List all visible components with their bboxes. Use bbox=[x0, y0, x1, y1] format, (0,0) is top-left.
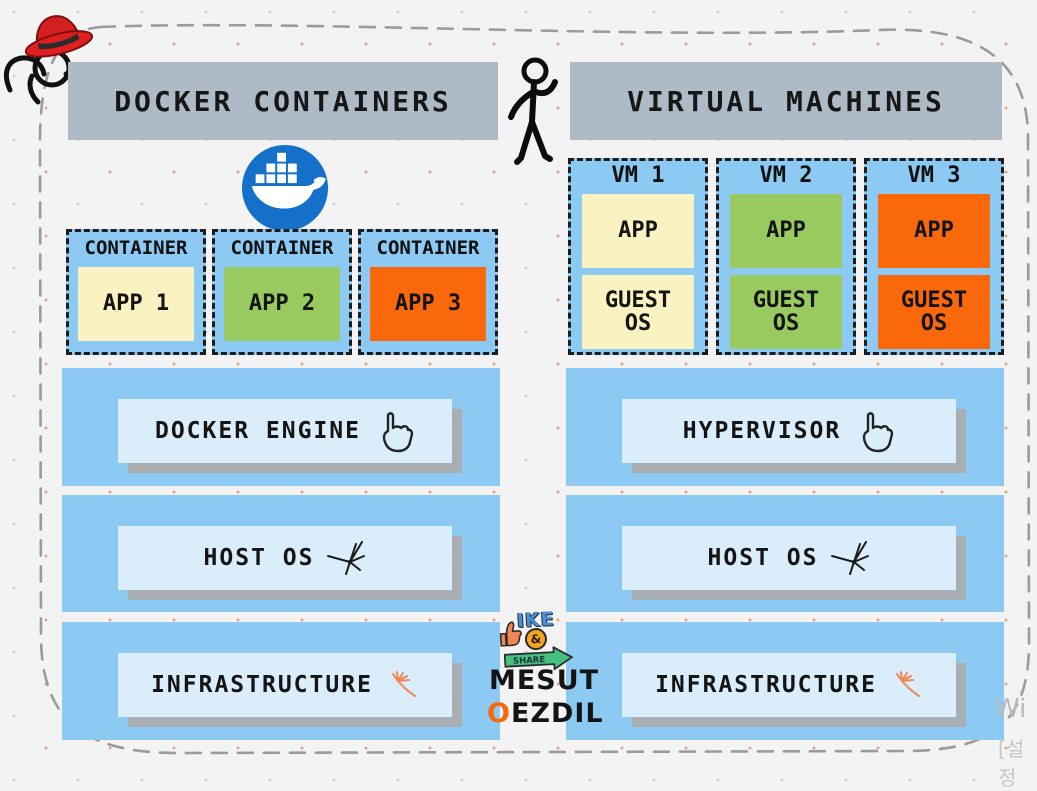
vm2-guest-os-box: GUEST OS bbox=[730, 275, 842, 349]
docker-engine-plate: DOCKER ENGINE bbox=[118, 399, 452, 463]
author-name-line2: OEZDIL bbox=[487, 698, 604, 729]
stickman-icon bbox=[508, 57, 558, 165]
vm-title: VM 1 bbox=[611, 163, 665, 188]
infrastructure-layer-left: INFRASTRUCTURE bbox=[62, 622, 500, 740]
author-initial: O bbox=[487, 698, 511, 729]
vm-box-2: VM 2 APP GUEST OS bbox=[716, 158, 856, 355]
hypervisor-plate: HYPERVISOR bbox=[622, 399, 956, 463]
hypervisor-label: HYPERVISOR bbox=[682, 418, 842, 444]
doodle-hand-icon bbox=[391, 671, 416, 697]
click-burst-icon bbox=[327, 541, 366, 575]
host-os-plate: HOST OS bbox=[622, 526, 956, 590]
vm3-app-box: APP bbox=[878, 194, 990, 268]
container-title: CONTAINER bbox=[376, 237, 480, 259]
container-box-3: CONTAINER APP 3 bbox=[358, 229, 498, 355]
container-box-2: CONTAINER APP 2 bbox=[212, 229, 352, 355]
infrastructure-label: INFRASTRUCTURE bbox=[151, 672, 373, 698]
app-1-box: APP 1 bbox=[78, 267, 194, 341]
thumbs-up-icon bbox=[499, 621, 522, 647]
pointer-hand-icon bbox=[863, 412, 894, 453]
share-arrow-icon: SHARE bbox=[503, 646, 573, 671]
container-box-1: CONTAINER APP 1 bbox=[66, 229, 206, 355]
host-os-plate: HOST OS bbox=[118, 526, 452, 590]
vm-title: VM 3 bbox=[907, 163, 961, 188]
dashed-frame bbox=[38, 23, 1031, 755]
host-os-label: HOST OS bbox=[203, 545, 315, 571]
vm1-guest-os-box: GUEST OS bbox=[582, 275, 694, 349]
vm-box-3: VM 3 APP GUEST OS bbox=[864, 158, 1004, 355]
virtual-machines-header: VIRTUAL MACHINES bbox=[570, 62, 1002, 140]
docker-engine-label: DOCKER ENGINE bbox=[154, 418, 361, 444]
container-title: CONTAINER bbox=[84, 237, 188, 259]
guest-os-label: GUEST OS bbox=[604, 287, 672, 336]
docker-containers-header: DOCKER CONTAINERS bbox=[68, 62, 498, 140]
app-3-box: APP 3 bbox=[370, 267, 486, 341]
like-share-badge: IKE & SHARE bbox=[498, 608, 577, 671]
vm2-app-box: APP bbox=[730, 194, 842, 268]
guest-os-label: GUEST OS bbox=[752, 287, 820, 336]
watermark-line2: [설정 bbox=[998, 737, 1025, 790]
vm-title: VM 2 bbox=[759, 163, 813, 188]
author-name-line1: MESUT bbox=[489, 665, 600, 696]
docker-engine-layer: DOCKER ENGINE bbox=[62, 368, 500, 486]
click-burst-icon bbox=[831, 541, 870, 575]
hypervisor-layer: HYPERVISOR bbox=[566, 368, 1004, 486]
host-os-label: HOST OS bbox=[707, 545, 819, 571]
docker-logo-icon bbox=[241, 144, 329, 232]
app-2-box: APP 2 bbox=[224, 267, 340, 341]
doodle-hand-icon bbox=[895, 671, 920, 697]
pointer-hand-icon bbox=[382, 412, 414, 453]
guest-os-label: GUEST OS bbox=[900, 287, 968, 336]
watermark-line1: Wi bbox=[994, 694, 1027, 724]
share-text: SHARE bbox=[513, 655, 546, 667]
infrastructure-layer-right: INFRASTRUCTURE bbox=[566, 622, 1004, 740]
infrastructure-plate: INFRASTRUCTURE bbox=[118, 653, 452, 717]
container-title: CONTAINER bbox=[230, 237, 334, 259]
infrastructure-plate: INFRASTRUCTURE bbox=[622, 653, 956, 717]
host-os-layer-left: HOST OS bbox=[62, 495, 500, 612]
author-rest: EZDIL bbox=[510, 698, 604, 729]
infrastructure-label: INFRASTRUCTURE bbox=[655, 672, 877, 698]
host-os-layer-right: HOST OS bbox=[566, 495, 1004, 612]
vm3-guest-os-box: GUEST OS bbox=[878, 275, 990, 349]
vm-box-1: VM 1 APP GUEST OS bbox=[568, 158, 708, 355]
vm1-app-box: APP bbox=[582, 194, 694, 268]
